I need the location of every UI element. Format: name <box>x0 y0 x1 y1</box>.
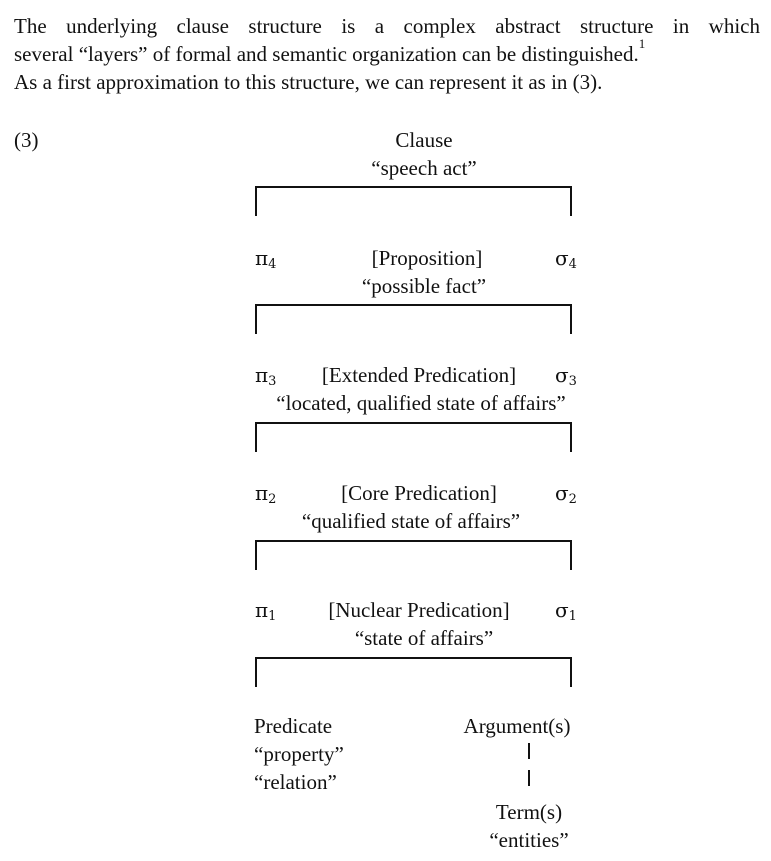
extended-predication-gloss: “located, qualified state of affairs” <box>276 391 566 415</box>
predicate-gloss-property: “property” <box>254 742 344 766</box>
extended-predication-label: [Extended Predication] <box>321 363 517 387</box>
terms-label: Term(s) <box>495 800 563 824</box>
pi-3-operator: π3 <box>255 363 277 389</box>
proposition-label: [Proposition] <box>371 246 483 270</box>
pi-4-operator: π4 <box>255 246 277 272</box>
bracket-core-predication <box>255 540 572 570</box>
predicate-gloss-relation: “relation” <box>254 770 337 794</box>
bracket-proposition <box>255 304 572 334</box>
predicate-label: Predicate <box>254 714 333 738</box>
arguments-label: Argument(s) <box>463 714 571 738</box>
example-number: (3) <box>14 128 39 152</box>
terms-gloss: “entities” <box>489 828 569 852</box>
nuclear-predication-gloss: “state of affairs” <box>354 626 494 650</box>
sigma-1-satellite: σ1 <box>555 598 577 624</box>
sigma-3-satellite: σ3 <box>555 363 577 389</box>
paragraph-line-2-text: several “layers” of formal and semantic … <box>14 42 639 66</box>
bracket-clause <box>255 186 572 216</box>
paragraph-line-1: The underlying clause structure is a com… <box>14 14 760 38</box>
bracket-nuclear-predication <box>255 657 572 687</box>
footnote-marker: 1 <box>638 36 646 51</box>
paragraph-line-3: As a first approximation to this structu… <box>14 70 603 94</box>
argument-term-link-lower <box>528 770 530 786</box>
sigma-4-satellite: σ4 <box>555 246 577 272</box>
sigma-2-satellite: σ2 <box>555 481 577 507</box>
clause-gloss: “speech act” <box>371 156 477 180</box>
pi-1-operator: π1 <box>255 598 277 624</box>
core-predication-label: [Core Predication] <box>341 481 497 505</box>
proposition-gloss: “possible fact” <box>361 274 487 298</box>
paragraph-line-2: several “layers” of formal and semantic … <box>14 37 760 68</box>
nuclear-predication-label: [Nuclear Predication] <box>328 598 510 622</box>
pi-2-operator: π2 <box>255 481 277 507</box>
core-predication-gloss: “qualified state of affairs” <box>301 509 521 533</box>
intro-paragraph: The underlying clause structure is a com… <box>14 12 760 96</box>
bracket-extended-predication <box>255 422 572 452</box>
clause-label: Clause <box>395 128 453 152</box>
argument-term-link-upper <box>528 743 530 759</box>
